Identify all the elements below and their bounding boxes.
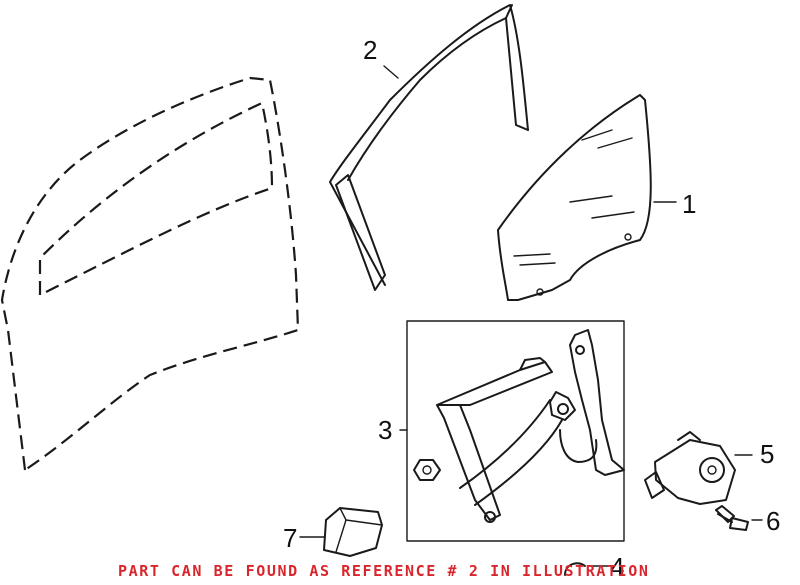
- window-regulator: [436, 329, 625, 523]
- reference-caption: PART CAN BE FOUND AS REFERENCE # 2 IN IL…: [118, 562, 650, 580]
- callout-5: 5: [760, 439, 774, 469]
- leader-lines: [299, 65, 763, 567]
- nut: [413, 459, 586, 576]
- door-shell-outline: [0, 76, 300, 472]
- bolt: [715, 505, 749, 531]
- callout-2: 2: [363, 35, 377, 65]
- regulator-group-box: [406, 320, 625, 542]
- callout-4: 4: [610, 552, 624, 582]
- door-glass: [497, 94, 652, 301]
- callout-6: 6: [766, 506, 780, 536]
- callout-3: 3: [378, 415, 392, 445]
- control-module: [323, 507, 383, 557]
- callout-1: 1: [682, 189, 696, 219]
- window-run-channel: [329, 4, 529, 291]
- callout-7: 7: [283, 523, 297, 553]
- window-motor: [644, 431, 736, 505]
